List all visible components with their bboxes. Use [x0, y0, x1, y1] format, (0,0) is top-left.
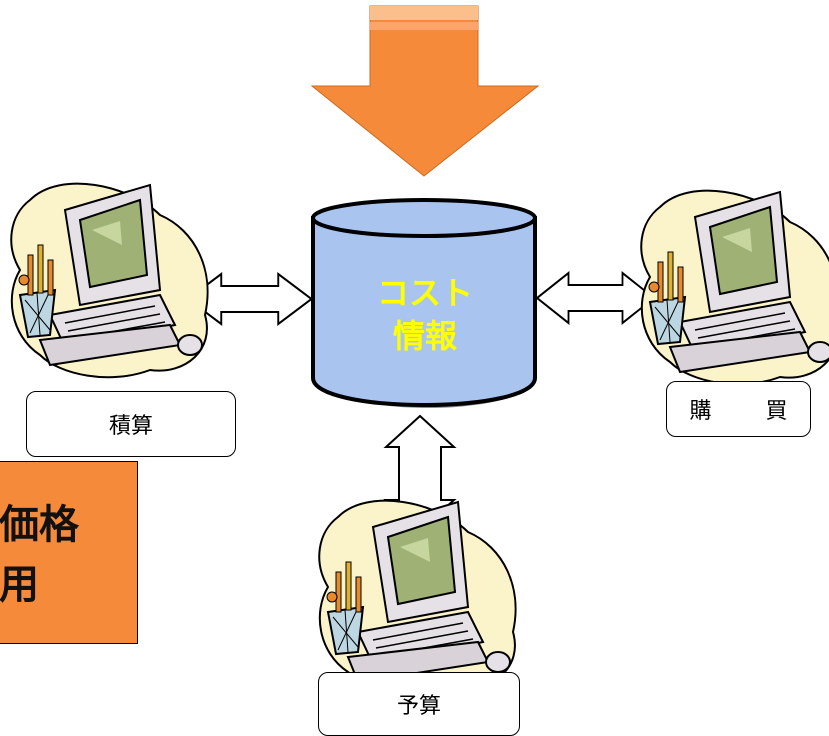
database-cylinder-icon: [311, 198, 537, 408]
price-box-line2: 用: [0, 562, 39, 608]
purchase-label: 購 買: [666, 381, 811, 437]
computer-workstation-icon: [10, 182, 209, 379]
price-box: 価格 用: [0, 461, 138, 644]
down-arrow-icon: [310, 5, 540, 177]
database-title-line1: コスト: [376, 274, 473, 312]
estimate-label: 積算: [26, 391, 236, 457]
database-title-line2: 情報: [392, 317, 457, 355]
computer-workstation-icon: [640, 189, 829, 386]
budget-label: 予算: [318, 672, 520, 736]
double-arrow-icon: [536, 272, 655, 324]
price-box-line1: 価格: [0, 502, 79, 548]
computer-workstation-icon: [318, 499, 517, 696]
